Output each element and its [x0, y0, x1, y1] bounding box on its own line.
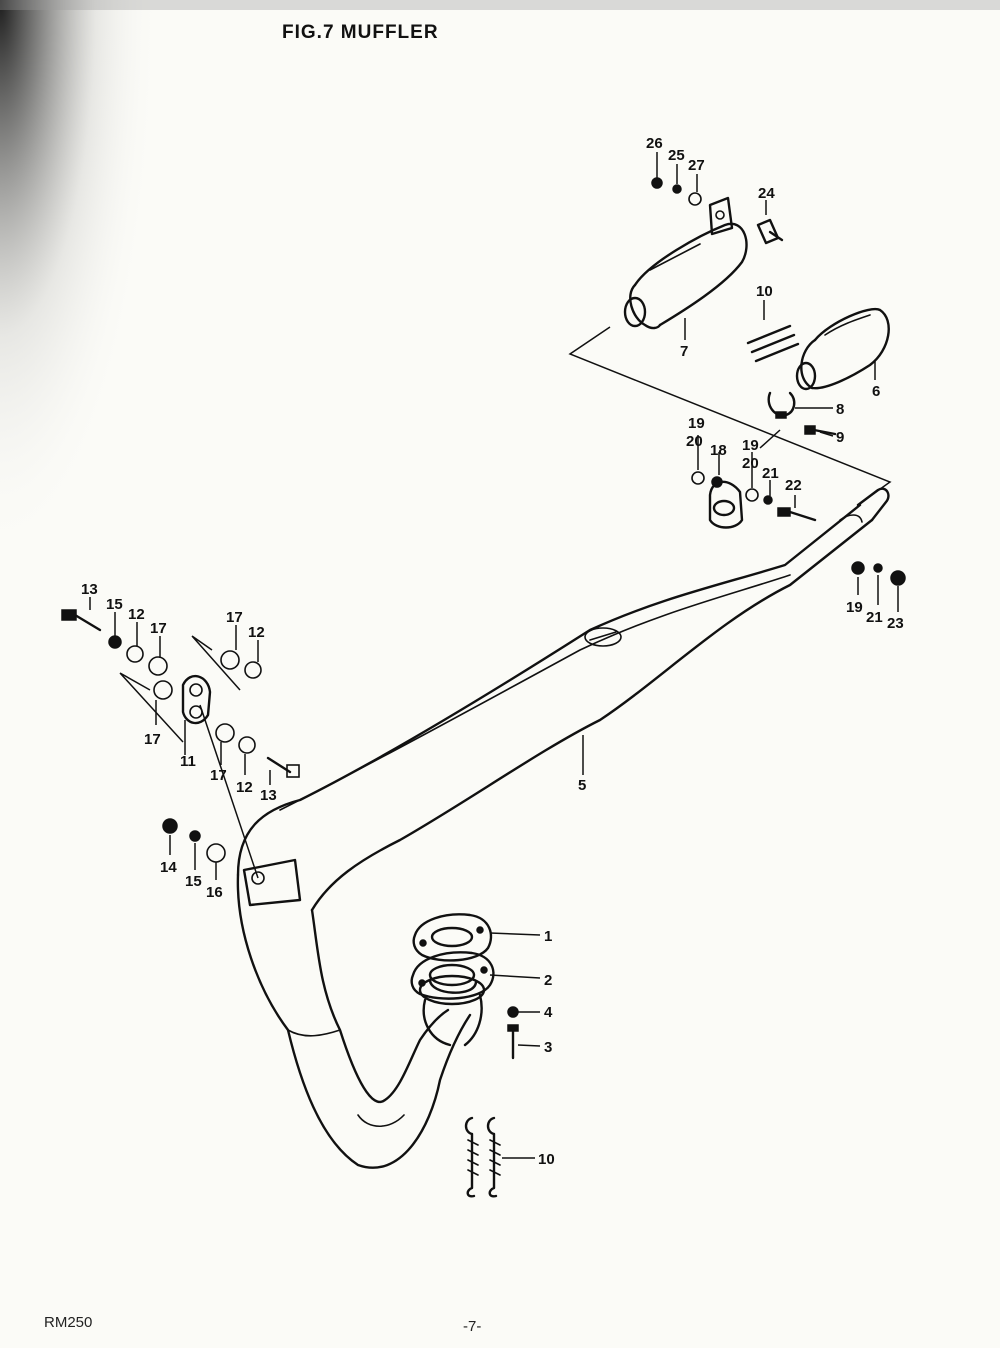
- flange-nut-b: [189, 830, 201, 842]
- callout-2: 2: [544, 972, 552, 989]
- callout-12-c: 12: [236, 779, 253, 796]
- exhaust-flange: [410, 951, 495, 1000]
- mount-nut: [763, 495, 773, 505]
- mount-damper: [711, 476, 723, 488]
- exhaust-spring-upper: [746, 324, 800, 363]
- model-label: RM250: [44, 1314, 93, 1331]
- silencer: [623, 196, 784, 330]
- flange-nut-a: [162, 818, 178, 834]
- mount-washer-left: [691, 471, 705, 485]
- callout-21-a: 21: [762, 465, 779, 482]
- callout-1: 1: [544, 928, 552, 945]
- flange-nut: [507, 1006, 519, 1018]
- front-washer-right-b: [244, 661, 262, 679]
- tail-nut: [873, 563, 883, 573]
- callout-10-upper: 10: [756, 283, 773, 300]
- mount-washer-right: [745, 488, 759, 502]
- callout-13-a: 13: [81, 581, 98, 598]
- clamp-bolt: [804, 425, 837, 436]
- callout-27: 27: [688, 157, 705, 174]
- callout-13-b: 13: [260, 787, 277, 804]
- callout-18: 18: [710, 442, 727, 459]
- callout-9: 9: [836, 429, 844, 446]
- callout-25: 25: [668, 147, 685, 164]
- silencer-washer-small: [672, 184, 682, 194]
- front-bolt-right: [266, 756, 300, 778]
- flange-bolt: [507, 1024, 519, 1060]
- callout-12-a: 12: [128, 606, 145, 623]
- callout-17-b: 17: [226, 609, 243, 626]
- callout-20-b: 20: [742, 455, 759, 472]
- callout-11: 11: [180, 753, 196, 770]
- callout-4: 4: [544, 1004, 553, 1021]
- mount-bolt: [777, 507, 817, 522]
- exhaust-gasket: [412, 913, 493, 962]
- callout-19-b: 19: [742, 437, 759, 454]
- front-washer-left-c: [153, 680, 173, 700]
- callout-15-b: 15: [185, 873, 202, 890]
- callout-17-d: 17: [210, 767, 227, 784]
- tail-cap: [890, 570, 906, 586]
- callout-17-a: 17: [150, 620, 167, 637]
- front-mount-bracket: [181, 674, 212, 725]
- front-washer-left-a: [126, 645, 144, 663]
- callout-21-b: 21: [866, 609, 883, 626]
- leader-lines: [89, 152, 899, 1159]
- expansion-chamber: [236, 487, 890, 1169]
- callout-26: 26: [646, 135, 663, 152]
- front-washer-right-c: [215, 723, 235, 743]
- callout-19-a: 19: [688, 415, 705, 432]
- callout-14: 14: [160, 859, 177, 876]
- callout-15-a: 15: [106, 596, 123, 613]
- tail-washer: [851, 561, 865, 575]
- callout-8: 8: [836, 401, 844, 418]
- silencer-clamp: [767, 391, 796, 419]
- callout-22: 22: [785, 477, 802, 494]
- callout-6: 6: [872, 383, 880, 400]
- callout-labels: 1 2 4 3 10 5 7 6 8 9 10 24 26 25 27 19 2…: [81, 135, 904, 1168]
- callout-20-a: 20: [686, 433, 703, 450]
- scan-edge: [0, 0, 1000, 10]
- callout-7: 7: [680, 343, 688, 360]
- callout-16: 16: [206, 884, 223, 901]
- page-number: -7-: [463, 1318, 482, 1335]
- callout-19-c: 19: [846, 599, 863, 616]
- figure-title: FIG.7 MUFFLER: [282, 22, 439, 43]
- scan-grime: [0, 0, 160, 560]
- callout-12-b: 12: [248, 624, 265, 641]
- callout-23: 23: [887, 615, 904, 632]
- callout-5: 5: [578, 777, 586, 794]
- silencer-nut: [651, 177, 663, 189]
- exhaust-spring-lower: [464, 1116, 501, 1198]
- silencer-grommet: [688, 192, 702, 206]
- front-washer-left-b: [148, 656, 168, 676]
- front-washer-right-a: [220, 650, 240, 670]
- rear-mount-bracket: [708, 480, 744, 529]
- flange-washer: [206, 843, 226, 863]
- front-bolt-left: [61, 609, 102, 632]
- callout-3: 3: [544, 1039, 552, 1056]
- front-washer-right-d: [238, 736, 256, 754]
- callout-10-lower: 10: [538, 1151, 555, 1168]
- callout-24: 24: [758, 185, 775, 202]
- callout-17-c: 17: [144, 731, 161, 748]
- front-nut-left: [108, 635, 122, 649]
- silencer-assembly: [795, 307, 890, 391]
